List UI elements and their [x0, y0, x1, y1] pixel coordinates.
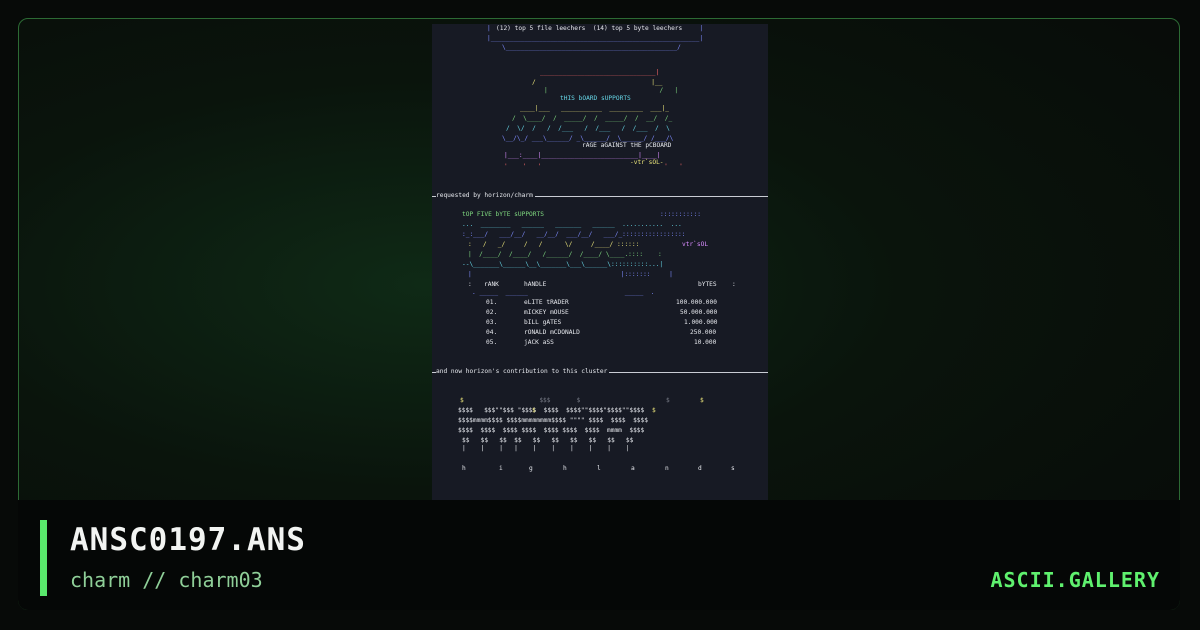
art-logo-sig: -vtr`sOL-	[630, 159, 664, 166]
art-logo-line: / \/ / / /___ / /___ / /___ / \	[506, 125, 670, 132]
art-requested-by: requested by horizon/charm	[436, 191, 535, 201]
art-block-line: $$$ $ $	[476, 397, 670, 404]
art-logo-line: / \____/ / _____/ / _____/ / __/ /_	[512, 115, 673, 122]
art-table-line: --\_______\______\__\_______\___\______\…	[462, 261, 664, 268]
art-row-handle: mICKEY mOUSE	[524, 309, 569, 316]
art-letter: l	[597, 465, 601, 472]
site-brand: ASCII.GALLERY	[990, 568, 1160, 592]
art-block-line: $$$$ $$$$ $$$$ $$$$ $$$$ $$$$ $$$$ mmmm …	[458, 427, 645, 434]
art-table-line: :	[732, 281, 736, 288]
footer-panel	[18, 500, 1180, 610]
art-row-bytes: 10.000	[694, 339, 717, 346]
art-letter: n	[665, 465, 669, 472]
art-row-bytes: 1.000.000	[684, 319, 718, 326]
art-header-text: (12) top 5 file leechers (14) top 5 byte…	[496, 25, 683, 32]
art-candle: $	[532, 407, 536, 414]
art-row-rank: 05.	[486, 339, 498, 346]
art-candle: $	[460, 397, 464, 404]
art-table-line: :	[468, 281, 472, 288]
art-row-rank: 02.	[486, 309, 498, 316]
art-row-rank: 03.	[486, 319, 498, 326]
art-subtitle: charm // charm03	[70, 568, 263, 592]
art-row-handle: bILL gATES	[524, 319, 562, 326]
art-row-handle: jACK aSS	[524, 339, 554, 346]
art-block-line: $$$$mmmm$$$$ $$$$mmmmmmmm$$$$ """" $$$$ …	[458, 417, 648, 424]
art-table-line: . _____ ______ _____ .	[472, 289, 655, 296]
art-candle: $	[652, 407, 656, 414]
art-row-bytes: 50.000.000	[680, 309, 718, 316]
art-table-line: : / _/ / / \/ /____/ ::::::	[468, 241, 640, 248]
art-table-line: ... ________ ______ _______ ______ .....…	[462, 221, 682, 228]
art-candle: $	[700, 397, 704, 404]
art-block-line: $$ $$ $$ $$ $$ $$ $$ $$ $$ $$	[462, 437, 634, 444]
art-logo-line: ' ' ' ' '	[504, 163, 683, 170]
art-header-box-top: | |	[487, 25, 704, 32]
art-table-line: | /____/ /____/ /______/ /____/ \____.::…	[468, 251, 662, 258]
art-row-handle: rONALD mCDONALD	[524, 329, 580, 336]
art-row-bytes: 100.000.000	[676, 299, 717, 306]
title-accent-bar	[40, 520, 47, 596]
art-table-line: :::::::::::	[660, 211, 701, 218]
art-col-handle: hANDLE	[524, 281, 547, 288]
art-letter: s	[731, 465, 735, 472]
art-table-title: tOP FIVE bYTE sUPPORTS	[462, 211, 544, 218]
art-letter: h	[563, 465, 567, 472]
art-col-rank: rANK	[484, 281, 499, 288]
art-title: ANSC0197.ANS	[70, 522, 306, 558]
art-table-sig: vtr`sOL	[682, 241, 709, 248]
art-col-bytes: bYTES	[698, 281, 717, 288]
art-separator	[432, 196, 768, 197]
art-logo-line: | / |	[544, 87, 679, 94]
art-letter: d	[698, 465, 702, 472]
art-row-bytes: 250.000	[690, 329, 717, 336]
art-logo-line: / |__	[532, 79, 663, 86]
art-logo-line: \__/\_/ ___\______/ _\______/ _\______/ …	[502, 135, 674, 142]
art-logo-title: tHIS bOARD sUPPORTS	[560, 95, 631, 102]
art-table-line: | |::::::: |	[468, 271, 673, 278]
art-letter: i	[499, 465, 503, 472]
art-row-handle: eLITE tRADER	[524, 299, 569, 306]
art-letter: g	[529, 465, 533, 472]
art-logo-line: |___:____|__________________________|___…	[504, 152, 661, 159]
art-logo-line: ____|___ ___________ _________ ___|_	[520, 105, 670, 112]
art-header-box-mid: |_______________________________________…	[487, 35, 704, 42]
art-letter: a	[631, 465, 635, 472]
art-logo-line: _______________________________|	[540, 69, 660, 76]
art-block-line: | | | | | | | | | |	[462, 445, 630, 452]
art-logo-tag: rAGE aGAINST tHE pCBOARD	[582, 142, 672, 149]
art-table-line: :_:___/ ___/__/ __/__/ ___/__/ ___/_::::…	[462, 231, 686, 238]
art-header-box-bottom: \_______________________________________…	[502, 44, 681, 51]
ansi-artwork: | | (12) top 5 file leechers (14) top 5 …	[432, 24, 768, 500]
art-contribution: and now horizon's contribution to this c…	[436, 367, 610, 377]
art-block-line: $$$$ $$$""$$$ "$$$$ $$$$ $$$$""$$$$"$$$$…	[458, 407, 645, 414]
art-row-rank: 04.	[486, 329, 498, 336]
art-letter: h	[462, 465, 466, 472]
art-row-rank: 01.	[486, 299, 498, 306]
